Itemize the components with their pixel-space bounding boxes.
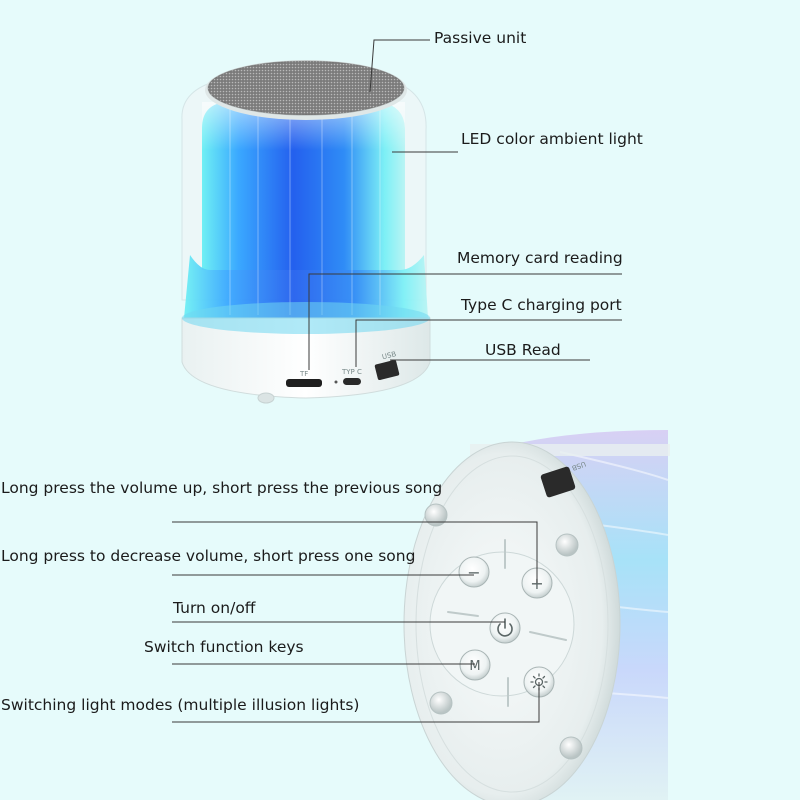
plus-glyph: +: [530, 574, 543, 593]
power-button[interactable]: [489, 612, 521, 644]
volume-up-description: Long press the volume up, short press th…: [1, 479, 443, 497]
power-description: Turn on/off: [173, 599, 256, 617]
type-c-port-label: TYP C: [341, 368, 362, 376]
power-icon: [497, 618, 513, 637]
usb-read-label: USB Read: [485, 341, 561, 359]
volume-down-description: Long press to decrease volume, short pre…: [1, 547, 416, 565]
usb-port-label: USB: [381, 350, 397, 361]
mode-glyph: M: [469, 659, 480, 674]
mode-button[interactable]: M: [459, 649, 491, 681]
speaker-bottom-view: USB: [403, 430, 670, 800]
volume-down-button[interactable]: −: [458, 556, 490, 588]
function-keys-description: Switch function keys: [144, 638, 304, 656]
led-ambient-light-label: LED color ambient light: [461, 130, 643, 148]
passive-unit-label: Passive unit: [434, 29, 527, 47]
minus-glyph: −: [467, 563, 480, 582]
type-c-port-label-callout: Type C charging port: [461, 296, 622, 314]
memory-card-label: Memory card reading: [457, 249, 623, 267]
top-leader-lines: [308, 39, 622, 370]
speaker-front-view: TF TYP C USB: [181, 60, 431, 404]
light-modes-description: Switching light modes (multiple illusion…: [1, 696, 360, 714]
tf-port-label: TF: [299, 370, 308, 378]
bottom-leader-lines: [172, 521, 540, 723]
